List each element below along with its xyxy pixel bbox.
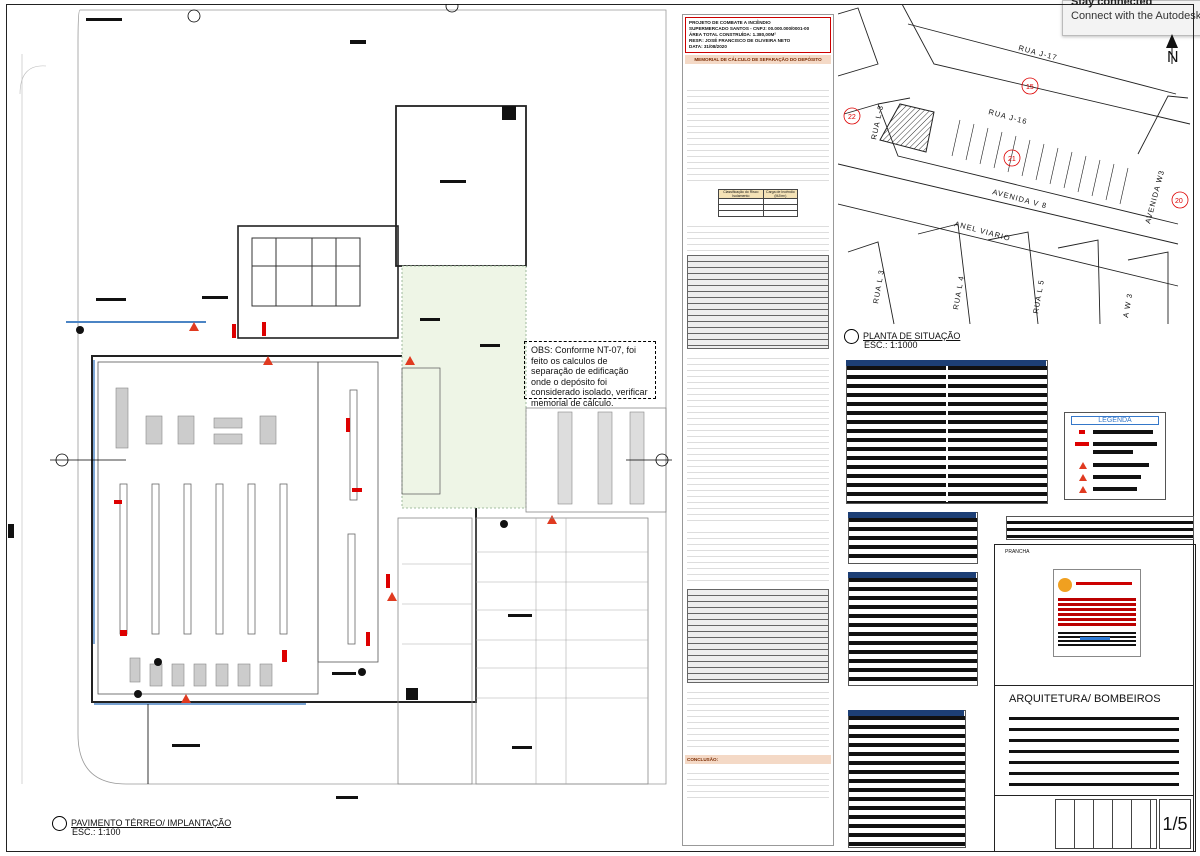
notes-table-header [848,710,964,716]
legend-warning-icon [1079,486,1087,493]
legend-items [1071,428,1159,498]
plan-label-circle-icon [844,329,859,344]
legend-item [1093,430,1153,434]
memo-header-line: SUPERMERCADO SANTOS - CNPJ: 00.000.000/0… [689,26,810,31]
discipline-label: ARQUITETURA/ BOMBEIROS [1009,693,1161,705]
street-label: RUA J-17 [1017,43,1058,62]
fire-dept-stamp [1053,569,1141,657]
memo-text-block [687,526,829,585]
title-block-divider [995,685,1193,686]
stamp-signature-line [1080,637,1110,640]
title-block-prancha: PRANCHA [1005,549,1030,555]
area-table-header [846,360,1046,366]
occupancy-table [848,512,978,564]
legend-item [1093,450,1133,454]
drawing-sheet-border [6,4,1194,852]
memo-text-block [687,686,829,751]
memo-text-block [687,84,829,185]
calculation-memo-panel: PROJETO DE COMBATE A INCÊNDIO SUPERMERCA… [682,14,834,846]
stamp-text-block [1058,596,1136,626]
risk-table-header-left: Classificação do Risco Isolamento [718,188,764,199]
title-block: PRANCHA ARQUITETURA/ BOMBEIROS 1/5 [994,544,1196,852]
legend-warning-icon [1079,474,1087,481]
legend-arrow-icon [1075,442,1089,446]
ground-floor-plan [8,4,672,799]
street-label: RUA L 4 [951,275,966,311]
situation-plan-scale: ESC.: 1:1000 [864,340,918,350]
legend-warning-icon [1079,462,1087,469]
legend-item [1093,487,1137,491]
situation-plan-label: PLANTA DE SITUAÇÃO ESC.: 1:1000 [844,329,960,350]
memo-header-line: RESP.: JOSÉ FRANCISCO DE OLIVEIRA NETO [689,38,791,43]
memo-header-line: PROJETO DE COMBATE A INCÊNDIO [689,20,771,25]
ground-plan-label: PAVIMENTO TÉRREO/ IMPLANTAÇÃO ESC.: 1:10… [52,816,231,837]
plan-label-circle-icon [52,816,67,831]
street-label: ANEL VIARIO [953,219,1011,243]
memo-separation-grid [687,254,829,349]
memo-header: PROJETO DE COMBATE A INCÊNDIO SUPERMERCA… [685,17,831,53]
lot-number: 21 [1008,156,1016,163]
legend-box: LEGENDA [1064,412,1166,500]
lot-number: 22 [848,114,856,121]
memo-separation-grid [687,588,829,683]
title-block-divider [995,795,1193,796]
stamp-line [1076,582,1132,585]
measures-table-header [848,572,976,578]
memo-header-line: ÁREA TOTAL CONSTRUÍDA: 1.380,00M² [689,32,776,37]
legend-item [1093,463,1149,467]
header-table [1006,516,1194,540]
ground-plan-scale: ESC.: 1:100 [72,827,121,837]
fire-dept-logo-icon [1058,578,1072,592]
memo-text-placeholder [687,74,829,81]
street-label: AVENIDA W3 [1143,169,1166,225]
north-arrow-icon [1166,34,1178,48]
memo-section-title: MEMORIAL DE CÁLCULO DE SEPARAÇÃO DO DEPÓ… [685,55,831,64]
situation-plan-title: PLANTA DE SITUAÇÃO [863,330,961,341]
north-label: N [1167,49,1179,66]
risk-table-header-right: Carga de Incêndio (MJ/m²) [762,188,799,199]
title-block-fields [1009,709,1179,789]
memo-text-block [687,352,829,523]
revision-table [1055,799,1157,849]
notes-table [848,710,966,848]
popup-message[interactable]: Connect with the Autodesk [1071,10,1200,22]
memo-conclusion-title: CONCLUSÃO: [685,754,831,764]
street-label: RUA L 3 [871,269,886,305]
obs-note: OBS: Conforme NT-07, foi feito os calcul… [524,341,656,408]
legend-title: LEGENDA [1071,416,1159,425]
legend-item [1093,475,1141,479]
street-label: A W 3 [1121,292,1134,318]
ground-plan-title: PAVIMENTO TÉRREO/ IMPLANTAÇÃO [71,817,232,828]
memo-text-block [687,220,829,251]
area-table-divider [946,366,948,502]
memo-text-block [687,767,829,798]
memo-header-line: DATA: 31/08/2020 [689,44,727,49]
legend-hydrant-icon [1079,430,1085,434]
legend-item [1093,442,1157,446]
lot-number: 15 [1026,84,1034,91]
measures-table [848,572,978,686]
lot-number: 20 [1175,198,1183,205]
sheet-number: 1/5 [1159,799,1191,849]
street-label: RUA J-16 [987,107,1028,126]
occupancy-table-header [848,512,976,518]
situation-plan: 15 22 21 20 RUA J-17 RUA J-16 RUA L-3 AV… [838,4,1191,325]
